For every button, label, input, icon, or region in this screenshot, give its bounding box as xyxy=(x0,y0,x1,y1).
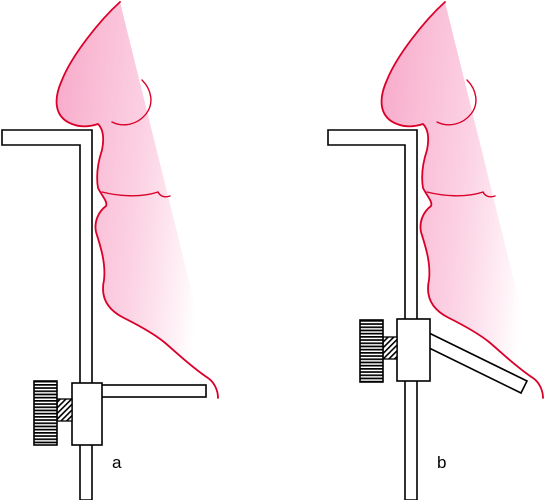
screw-thread-a xyxy=(56,398,73,422)
clamp-block-b xyxy=(396,318,431,382)
top-arm-b xyxy=(327,129,418,500)
screw-thread-b xyxy=(382,336,398,360)
lower-arm-a xyxy=(91,384,207,398)
clamp-block-a xyxy=(71,382,103,446)
knurled-knob-b xyxy=(359,319,384,383)
panel-label-b: b xyxy=(437,453,446,472)
panel-a: a xyxy=(1,1,219,500)
nasal-clip-apparatus-b xyxy=(327,129,529,500)
panel-label-a: a xyxy=(112,453,122,472)
knurled-knob-a xyxy=(33,380,58,446)
panel-b: b xyxy=(327,1,544,500)
top-arm-a xyxy=(1,129,93,500)
nasal-clip-apparatus-a xyxy=(1,129,207,500)
